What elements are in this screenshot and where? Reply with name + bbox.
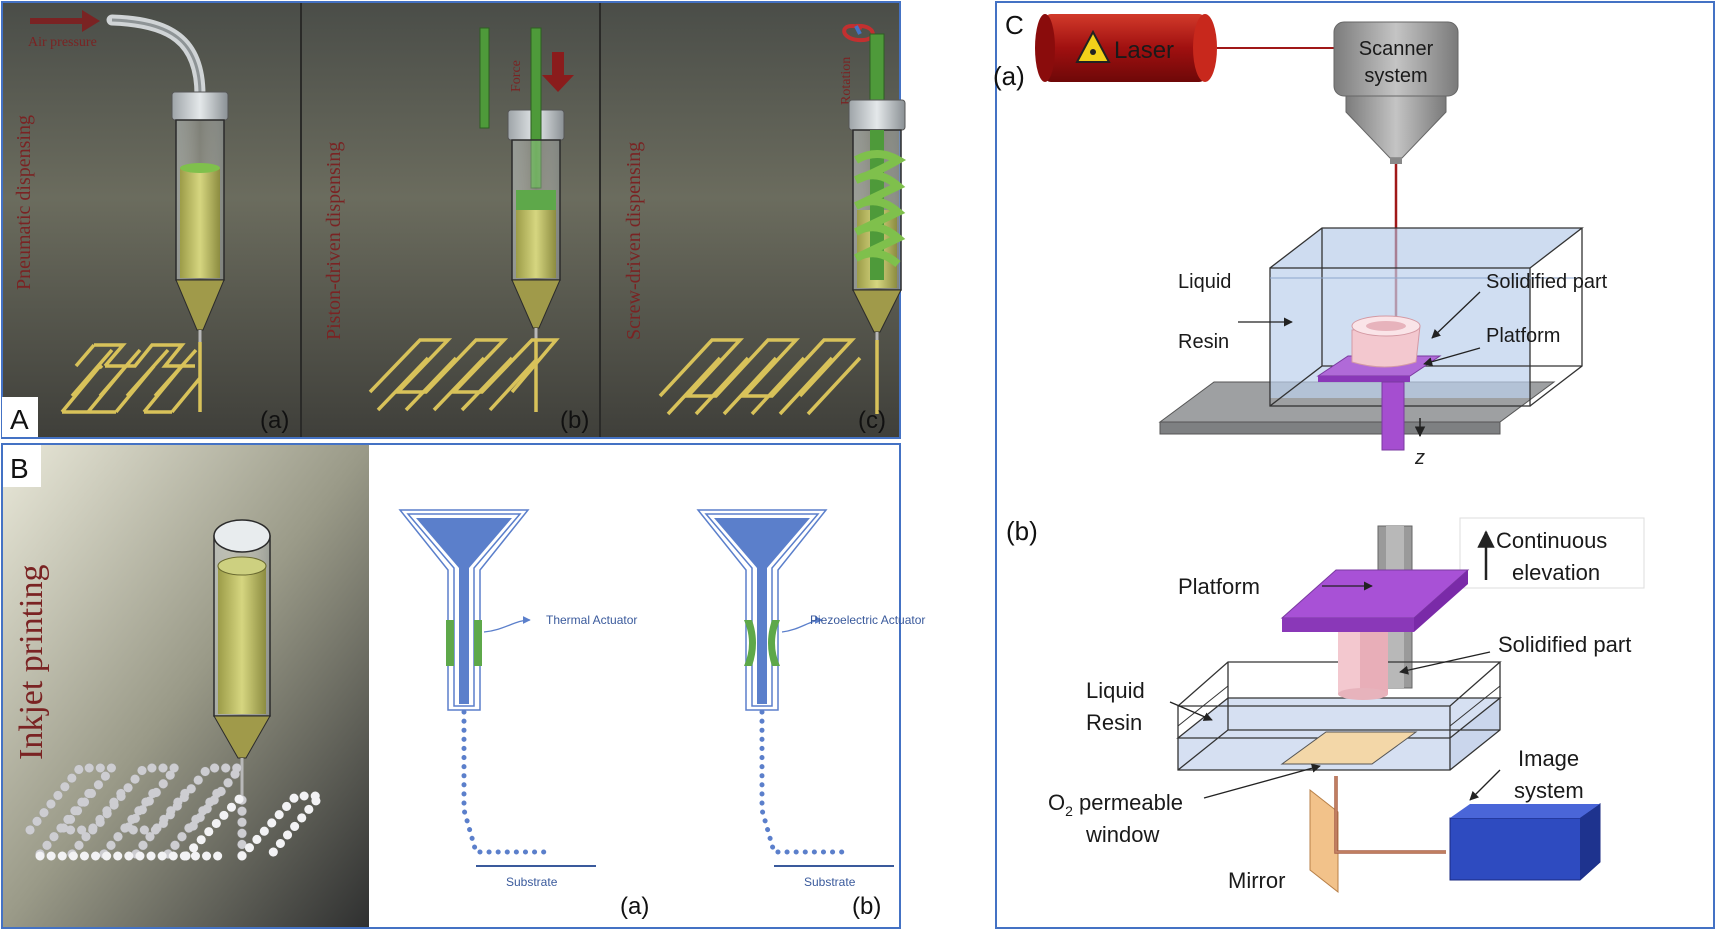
mirror [1309, 788, 1339, 894]
o2-prefix: O [1048, 790, 1065, 815]
o2-rest: permeable [1073, 790, 1183, 815]
laser-label: Laser [1114, 37, 1174, 64]
clip-platform-label: Platform [1178, 574, 1260, 599]
o2-window [1280, 731, 1418, 765]
thermal-substrate-label: Substrate [506, 875, 558, 889]
sla-liquid-label-2: Resin [1178, 331, 1229, 353]
droplet-stream-piezo [759, 709, 853, 855]
screw-title: Screw-driven dispensing [623, 142, 645, 340]
air-pressure-label: Air pressure [28, 35, 97, 50]
panel-c: C (a) Laser Scanner system [993, 1, 1715, 929]
subfigure-b-letter: (b) [560, 407, 589, 434]
laser-warning-icon [1075, 29, 1111, 63]
scanner-label-1: Scanner [1359, 38, 1434, 60]
elevation-label-1: Continuous [1496, 528, 1607, 553]
panel-a-letter: A [10, 404, 29, 435]
subfigure-c-letter: (c) [858, 407, 886, 434]
clip-letter: (b) [1006, 516, 1038, 546]
sla-platform-label: Platform [1486, 325, 1560, 347]
thermal-letter: (a) [620, 893, 649, 920]
scanner-label-2: system [1364, 65, 1427, 87]
o2-label: O2 permeable [1048, 790, 1183, 819]
piston-title: Piston-driven dispensing [323, 142, 345, 340]
droplet-stream-thermal [461, 709, 551, 855]
screw-dispenser: Rotation Screw-driven dispensing (c) [623, 23, 907, 434]
elevation-label-2: elevation [1512, 560, 1600, 585]
piezo-actuator-label: Piezoelectric Actuator [810, 613, 925, 627]
piezo-nozzle: Piezoelectric Actuator Substrate (b) [696, 509, 925, 920]
panel-c-letter: C [1005, 10, 1024, 40]
image-system-label-2: system [1514, 778, 1584, 803]
panel-b: B Inkjet printing Thermal Actuator [1, 443, 925, 929]
force-arrow [542, 52, 574, 92]
clip-liquid-label-2: Resin [1086, 710, 1142, 735]
piezo-substrate-label: Substrate [804, 875, 856, 889]
force-label: Force [509, 60, 524, 92]
piston-dispenser: Force Piston-driven dispensing (b) [323, 27, 589, 434]
mirror-label: Mirror [1228, 868, 1285, 893]
clip-liquid-label-1: Liquid [1086, 678, 1145, 703]
subfigure-a-letter: (a) [260, 407, 289, 434]
sla-solidified-label: Solidified part [1486, 271, 1608, 293]
piezo-letter: (b) [852, 893, 881, 920]
clip-setup: (b) Continuous elevation [1006, 516, 1645, 894]
laser-body [1045, 14, 1205, 82]
pneumatic-title: Pneumatic dispensing [13, 115, 35, 290]
pneumatic-dispenser: Air pressure Pneumatic dispensing (a) A [2, 10, 289, 437]
sla-liquid-label-1: Liquid [1178, 271, 1231, 293]
inkjet-syringe [25, 519, 330, 865]
panel-a: Air pressure Pneumatic dispensing (a) A … [1, 1, 907, 439]
image-system-label-1: Image [1518, 746, 1579, 771]
panel-b-letter: B [10, 453, 29, 484]
o2-subscript: 2 [1065, 803, 1073, 819]
thermal-actuator-label: Thermal Actuator [546, 613, 637, 627]
rotation-arrow [842, 23, 875, 43]
window-label: window [1085, 822, 1159, 847]
sla-letter: (a) [993, 61, 1025, 91]
rotation-label: Rotation [839, 57, 854, 105]
z-axis-label: z [1414, 447, 1425, 469]
thermal-nozzle: Thermal Actuator Substrate (a) [398, 509, 649, 920]
air-arrow [30, 10, 100, 32]
sla-setup: Laser Scanner system z [1035, 14, 1608, 469]
clip-solidified-label: Solidified part [1498, 632, 1631, 657]
inkjet-title: Inkjet printing [13, 565, 50, 760]
